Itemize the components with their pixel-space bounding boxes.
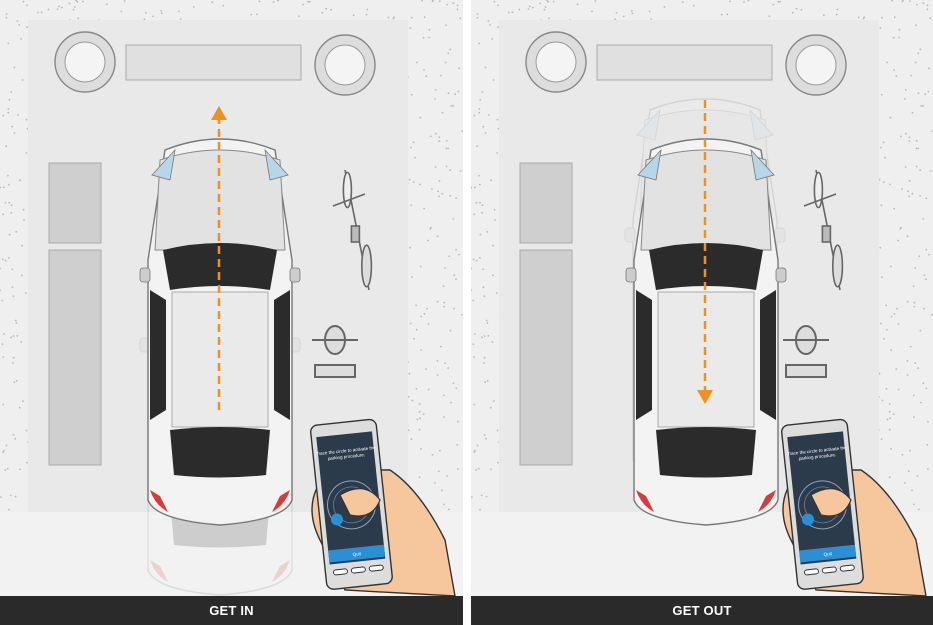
thumb — [339, 488, 381, 517]
quit-button-label: Quit — [352, 551, 361, 557]
get-in-illustration: Trace the circle to activate the parking… — [0, 0, 463, 596]
thumb — [810, 488, 852, 517]
get-in-caption: GET IN — [0, 596, 463, 625]
cabinet — [48, 162, 102, 244]
cabinet — [48, 249, 102, 466]
quit-button-label: Quit — [823, 551, 832, 557]
cabinet — [519, 249, 573, 466]
shelf — [125, 44, 302, 81]
quit-button[interactable] — [328, 544, 386, 563]
tricycle-icon — [783, 325, 829, 378]
arrow-head-up-icon — [211, 106, 227, 120]
phone-instruction-line2: parking procedure. — [799, 452, 837, 461]
arrow-head-down-icon — [697, 390, 713, 404]
shelf — [596, 44, 773, 81]
bicycle-icon — [803, 169, 844, 291]
trace-handle — [330, 513, 343, 526]
trace-handle — [801, 513, 814, 526]
quit-button[interactable] — [799, 544, 857, 563]
get-out-panel: Trace the circle to activate the parking… — [471, 0, 933, 625]
phone-instruction-line1: Trace the circle to activate the — [316, 445, 377, 456]
bicycle-icon — [332, 169, 373, 291]
phone-instruction-line2: parking procedure. — [328, 452, 366, 461]
cabinet — [519, 162, 573, 244]
phone-instruction-line1: Trace the circle to activate the — [787, 445, 848, 456]
get-in-panel: Trace the circle to activate the parking… — [0, 0, 463, 625]
get-out-illustration: Trace the circle to activate the parking… — [471, 0, 933, 596]
phone-in-hand: Trace the circle to activate the parking… — [781, 418, 927, 596]
get-out-caption: GET OUT — [471, 596, 933, 625]
tricycle-icon — [312, 325, 358, 378]
phone-in-hand: Trace the circle to activate the parking… — [310, 418, 456, 596]
